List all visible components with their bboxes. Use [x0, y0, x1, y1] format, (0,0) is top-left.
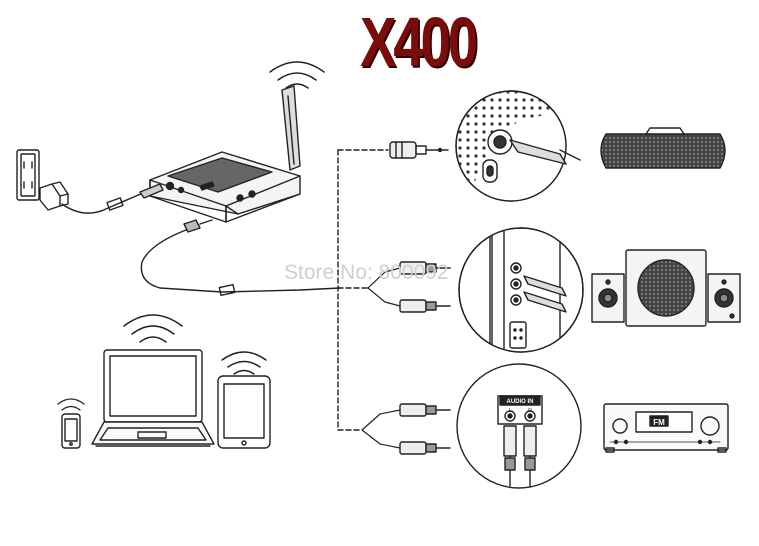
wall-outlet-icon: [16, 149, 40, 201]
diagram-title: X400: [360, 3, 478, 81]
tablet-icon: [217, 375, 271, 449]
rca-plug-icon: [399, 403, 451, 455]
smartphone-icon: [61, 413, 81, 449]
port-label-right: R: [528, 408, 532, 414]
wifi-signal-icon: [269, 61, 325, 89]
rca-plug-icon: [399, 261, 451, 313]
x400-receiver-device: [139, 85, 301, 223]
detail-rca-panel: [458, 227, 584, 353]
detail-audio-in-panel: [456, 363, 582, 489]
connection-lines: [337, 149, 389, 431]
port-label-left: L: [509, 408, 512, 414]
wifi-signal-icon: [221, 351, 267, 375]
power-adapter-icon: [39, 181, 151, 214]
wifi-signal-icon: [123, 314, 183, 343]
audio-in-label: AUDIO IN: [507, 399, 534, 405]
av-receiver-icon: [603, 403, 729, 453]
detail-aux-input: [455, 90, 581, 202]
wifi-signal-icon: [57, 398, 85, 411]
portable-speaker-icon: [600, 127, 726, 169]
speaker-system-icon: [591, 249, 741, 327]
aux-plug-icon: [389, 141, 449, 159]
audio-cable: [140, 219, 341, 297]
store-watermark: Store No: 800092: [284, 261, 449, 284]
receiver-display-text: FM: [653, 418, 665, 427]
laptop-icon: [91, 349, 215, 447]
